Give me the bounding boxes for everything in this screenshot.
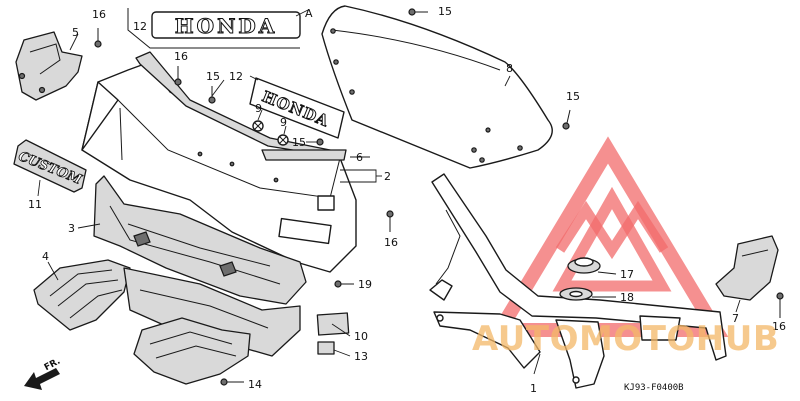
screw-14 <box>220 378 244 386</box>
callout-4: 4 <box>42 250 49 263</box>
screw-16-mid <box>174 66 182 86</box>
grommet-9b <box>277 134 289 146</box>
callout-9-b: 9 <box>280 116 287 129</box>
callout-8: 8 <box>506 62 513 75</box>
callout-16-mid: 16 <box>174 50 188 63</box>
callout-16-top: 16 <box>92 8 106 21</box>
callout-15-mid: 15 <box>206 70 220 83</box>
lower-cover-4 <box>33 259 131 331</box>
callout-11: 11 <box>28 198 42 211</box>
screw-15-mid <box>208 86 216 104</box>
callout-2: 2 <box>384 170 391 183</box>
diagram-code: KJ93-F0400B <box>624 383 684 393</box>
callout-12-top: 12 <box>133 20 147 33</box>
custom-badge: CUSTOM <box>13 139 87 193</box>
front-direction-arrow: FR. <box>24 356 62 390</box>
callout-5: 5 <box>72 26 79 39</box>
upper-garnish <box>135 51 347 161</box>
callout-18: 18 <box>620 291 634 304</box>
callout-15-top: 15 <box>438 5 452 18</box>
grommet-9a <box>252 120 264 132</box>
grommet-17 <box>567 257 601 274</box>
bracket-5 <box>15 31 83 101</box>
callout-15-right: 15 <box>566 90 580 103</box>
callout-1: 1 <box>530 382 537 395</box>
callout-13: 13 <box>354 350 368 363</box>
top-emblem-group: HONDA <box>127 8 309 49</box>
screw-16-top <box>94 28 102 48</box>
callout-17: 17 <box>620 268 634 281</box>
lower-pocket <box>123 267 301 357</box>
bracket-7 <box>715 235 779 301</box>
callouts: 16 5 12 A 15 16 15 12 8 9 15 9 15 6 2 11… <box>28 5 786 395</box>
washer-18 <box>559 287 593 301</box>
inner-liner-3 <box>93 175 307 305</box>
leader-lines <box>37 33 741 375</box>
frame-stay-1 <box>429 173 727 389</box>
pad-13 <box>317 341 335 355</box>
callout-7: 7 <box>732 312 739 325</box>
windscreen <box>321 5 553 169</box>
screw-16-right <box>386 210 394 232</box>
callout-16-right: 16 <box>384 236 398 249</box>
screw-19 <box>334 280 354 288</box>
top-emblem-text: HONDA <box>175 14 277 38</box>
watermark-logo <box>487 136 729 337</box>
front-cover-2 <box>81 61 357 273</box>
callout-6: 6 <box>356 151 363 164</box>
bottom-cover <box>133 317 251 385</box>
callout-15-cover: 15 <box>292 136 306 149</box>
callout-14: 14 <box>248 378 262 391</box>
callout-9-a: 9 <box>255 102 262 115</box>
callout-19: 19 <box>358 278 372 291</box>
callout-10: 10 <box>354 330 368 343</box>
ref-letter-a: A <box>305 7 313 20</box>
callout-3: 3 <box>68 222 75 235</box>
screw-15-right <box>562 109 571 130</box>
watermark-text: AUTOMOTOHUB <box>472 319 779 359</box>
callout-12-cover: 12 <box>229 70 243 83</box>
screw-15-top <box>408 8 428 16</box>
callout-16-far-right: 16 <box>772 320 786 333</box>
screw-16-far-right <box>776 292 784 318</box>
cover-emblem: HONDA <box>249 77 345 139</box>
